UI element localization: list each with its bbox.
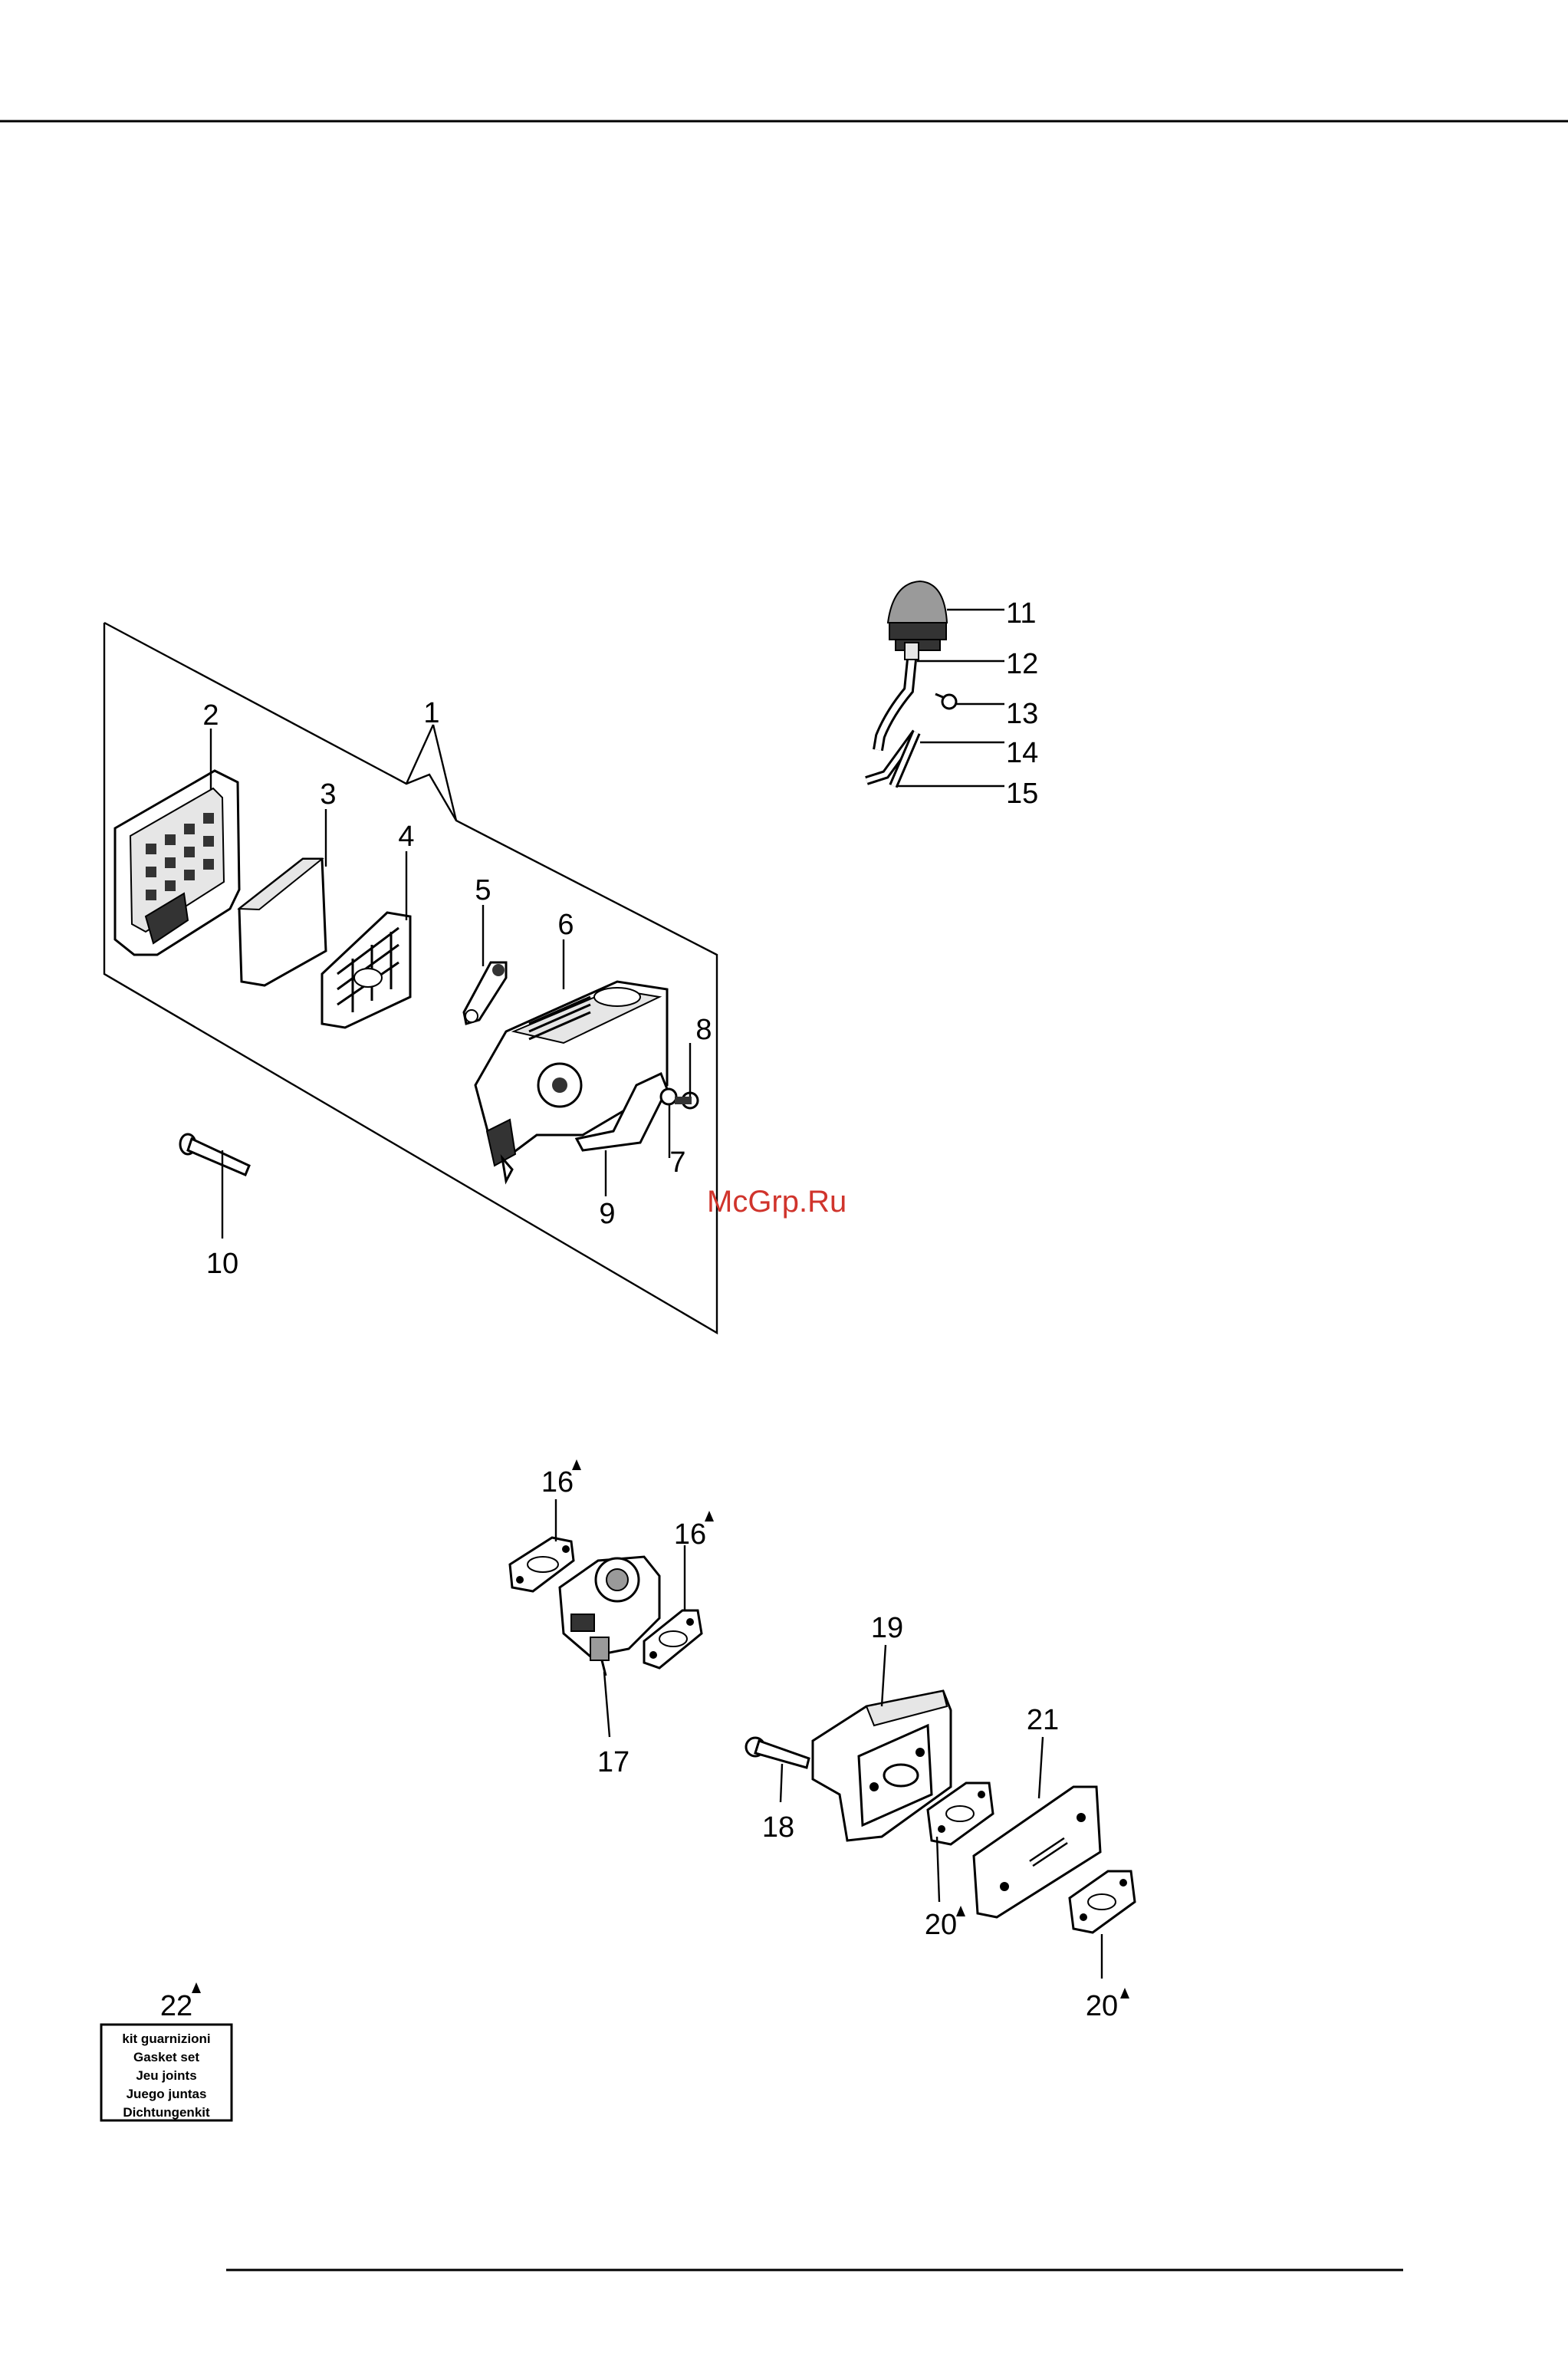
callout-19: 19 — [871, 1612, 903, 1644]
kit-label-line-3: Jeu joints — [136, 2068, 196, 2083]
screw-part — [675, 1093, 698, 1108]
callout-16b: 16 — [674, 1518, 706, 1551]
marker-icon — [1120, 1988, 1129, 1998]
callout-12: 12 — [1006, 648, 1038, 680]
callout-9: 9 — [599, 1198, 615, 1230]
washer-part — [661, 1089, 676, 1104]
marker-icon — [705, 1511, 714, 1521]
muffler-bolt-part — [746, 1738, 809, 1768]
callout-4: 4 — [398, 821, 414, 853]
choke-link-part — [464, 962, 506, 1024]
marker-icon — [956, 1906, 965, 1916]
filter-housing-part — [475, 982, 667, 1181]
kit-label-line-1: kit guarnizioni — [122, 2031, 210, 2046]
filter-sponge-part — [239, 859, 326, 985]
long-bolt-part — [180, 1134, 249, 1175]
callout-20b: 20 — [1086, 1990, 1118, 2022]
kit-label-line-5: Dichtungenkit — [123, 2105, 210, 2120]
kit-label-line-4: Juego juntas — [127, 2087, 207, 2101]
callout-13: 13 — [1006, 698, 1038, 730]
callout-3: 3 — [320, 778, 336, 811]
callout-16a: 16 — [541, 1466, 574, 1498]
callout-22: 22 — [160, 1990, 192, 2022]
callout-17: 17 — [597, 1746, 630, 1778]
callout-11: 11 — [1006, 597, 1036, 630]
marker-icon — [572, 1459, 581, 1470]
filter-cover-part — [115, 771, 239, 955]
kit-label-line-2: Gasket set — [133, 2050, 199, 2064]
callout-5: 5 — [475, 874, 491, 906]
muffler-gasket-part-b — [1070, 1871, 1135, 1933]
callout-1: 1 — [423, 697, 439, 729]
callout-21: 21 — [1027, 1704, 1059, 1736]
primer-bulb-part — [888, 581, 947, 650]
watermark-text: McGrp.Ru — [707, 1185, 846, 1219]
callout-8: 8 — [695, 1014, 712, 1046]
hose-clamp-part — [935, 694, 956, 709]
callout-7: 7 — [669, 1146, 685, 1179]
callout-10: 10 — [206, 1248, 238, 1280]
callout-15: 15 — [1006, 778, 1038, 810]
filter-grid-part — [322, 913, 410, 1028]
callout-6: 6 — [557, 909, 574, 941]
gasket-kit-box: kit guarnizioni Gasket set Jeu joints Ju… — [101, 2025, 232, 2120]
marker-icon — [192, 1982, 201, 1993]
leader-lines — [211, 610, 1102, 1979]
callout-2: 2 — [202, 699, 219, 732]
marker-triangles — [192, 1459, 1129, 1998]
callout-14: 14 — [1006, 737, 1038, 769]
callout-18: 18 — [762, 1811, 794, 1844]
return-line-part — [866, 732, 916, 786]
callout-20a: 20 — [925, 1909, 957, 1941]
